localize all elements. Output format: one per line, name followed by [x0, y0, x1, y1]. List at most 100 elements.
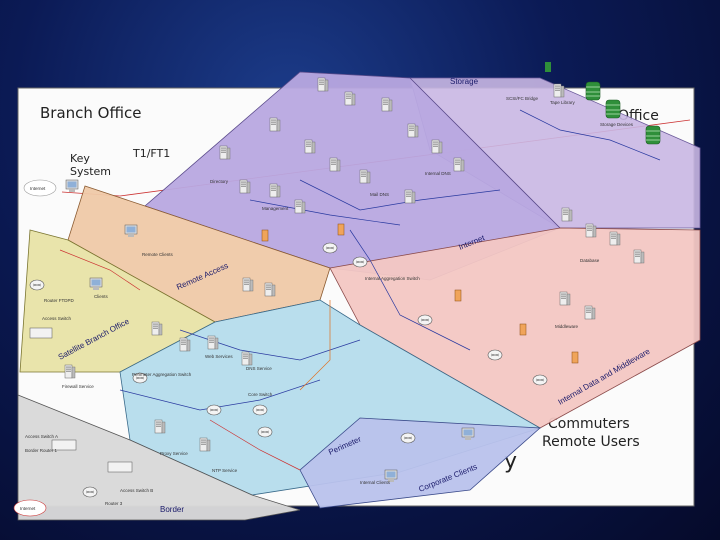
- storage-disk-icon: [585, 81, 601, 101]
- t1-ft1-label: T1/FT1: [132, 147, 170, 160]
- tape-library-icon: [553, 83, 565, 98]
- border-internet-label: Internet: [20, 506, 36, 511]
- satellite-nodes: Router FTDPD Clients Access Switch: [29, 277, 109, 339]
- server-icon: [317, 77, 329, 92]
- router-ftdpd-label: Router FTDPD: [44, 298, 75, 303]
- internet-cloud-icon: [23, 179, 57, 197]
- remote-clients-label: Remote Clients: [142, 252, 174, 257]
- server-icon: [561, 207, 573, 222]
- server-icon: [207, 335, 219, 350]
- ntp-service-label: NTP Service: [212, 468, 238, 473]
- remote-users-label: Remote Users: [542, 434, 640, 450]
- firewall-icon: [337, 223, 345, 236]
- switch-icon: [352, 256, 368, 268]
- server-icon: [584, 305, 596, 320]
- database-label: Database: [580, 258, 600, 263]
- internal-servers: Internal DNS Mail DNS Directory Manageme…: [210, 77, 465, 281]
- border-nodes: Access Switch A Border Router 1 Access S…: [13, 434, 153, 517]
- access-switch-a-label: Access Switch A: [25, 434, 58, 439]
- storage-disk-icon: [645, 125, 661, 145]
- server-icon: [407, 123, 419, 138]
- zone-label-border: Border: [160, 505, 184, 514]
- key-systems-label-1: Key: [70, 152, 90, 165]
- switch-icon: [257, 426, 273, 438]
- access-switch-b-icon: [107, 461, 133, 473]
- server-icon: [404, 189, 416, 204]
- server-icon: [264, 282, 276, 297]
- server-icon: [359, 169, 371, 184]
- corporate-client-nodes: Internal Clients: [360, 427, 475, 485]
- switch-icon: [252, 404, 268, 416]
- server-icon: [151, 321, 163, 336]
- access-switch-icon: [29, 327, 53, 339]
- internet-label: Internet: [30, 186, 46, 191]
- commuters-label: Commuters: [548, 416, 630, 432]
- proxy-service-label: Proxy Service: [160, 451, 188, 456]
- switch-icon: [322, 242, 338, 254]
- router-icon: [82, 486, 98, 498]
- scsi-bridge-icon: [545, 62, 551, 72]
- perimeter-nodes: Firewall Service Web Services DNS Servic…: [62, 321, 273, 473]
- server-icon: [179, 337, 191, 352]
- firewall-icon: [571, 351, 579, 364]
- switch-icon: [487, 349, 503, 361]
- storage-disk-icon: [605, 99, 621, 119]
- border-router-label: Border Router 1: [25, 448, 58, 453]
- router-icon: [29, 279, 45, 291]
- storage-devices-label: Storage Devices: [600, 122, 634, 127]
- server-icon: [329, 157, 341, 172]
- server-icon: [199, 437, 211, 452]
- switch-icon: [417, 314, 433, 326]
- server-icon: [242, 277, 254, 292]
- switch-icon: [400, 432, 416, 444]
- scsi-bridge-label: SCSI/FC Bridge: [506, 96, 539, 101]
- zones: [17, 71, 701, 521]
- server-icon: [304, 139, 316, 154]
- server-icon: [453, 157, 465, 172]
- web-services-label: Web Services: [205, 354, 233, 359]
- idm-nodes: Database Middleware: [417, 207, 645, 386]
- server-icon: [64, 364, 76, 379]
- middleware-label: Middleware: [555, 324, 579, 329]
- server-icon: [269, 183, 281, 198]
- directory-label: Directory: [210, 179, 229, 184]
- server-icon: [241, 351, 253, 366]
- server-icon: [609, 231, 621, 246]
- server-icon: [344, 91, 356, 106]
- mail-dns-label: Mail DNS: [370, 192, 389, 197]
- access-switch-a-icon: [51, 439, 77, 451]
- server-icon: [269, 117, 281, 132]
- router-3-label: Router 3: [105, 501, 123, 506]
- server-icon: [633, 249, 645, 264]
- server-icon: [559, 291, 571, 306]
- server-icon: [294, 199, 306, 214]
- internal-dns-label: Internal DNS: [425, 171, 451, 176]
- server-icon: [431, 139, 443, 154]
- internal-clients-label: Internal Clients: [360, 480, 391, 485]
- firewall-icon: [261, 229, 269, 242]
- core-switch-label: Core Switch: [248, 392, 273, 397]
- firewall-icon: [454, 289, 462, 302]
- clients-label: Clients: [94, 294, 109, 299]
- server-icon: [239, 179, 251, 194]
- server-icon: [219, 145, 231, 160]
- zone-label-storage: Storage: [450, 77, 479, 86]
- server-icon: [154, 419, 166, 434]
- firewall-service-label: Firewall Service: [62, 384, 94, 389]
- firewall-icon: [519, 323, 527, 336]
- access-switch-label: Access Switch: [42, 316, 72, 321]
- server-icon: [381, 97, 393, 112]
- server-icon: [585, 223, 597, 238]
- storage-cluster: Storage Devices Tape Library SCSI/FC Bri…: [506, 62, 661, 145]
- dns-service-label: DNS Service: [246, 366, 272, 371]
- border-internet-cloud-icon: [13, 499, 47, 517]
- zone-corporate-clients: [299, 417, 541, 509]
- branch-office-label: Branch Office: [40, 104, 141, 122]
- perimeter-aggregation-switch-label: Perimeter Aggregation Switch: [132, 372, 192, 377]
- switch-icon: [532, 374, 548, 386]
- remote-access-nodes: Remote Clients: [124, 223, 345, 297]
- tape-library-label: Tape Library: [550, 100, 576, 105]
- internal-aggregation-switch-label: Internal Aggregation Switch: [365, 276, 420, 281]
- access-switch-b-label: Access Switch B: [120, 488, 153, 493]
